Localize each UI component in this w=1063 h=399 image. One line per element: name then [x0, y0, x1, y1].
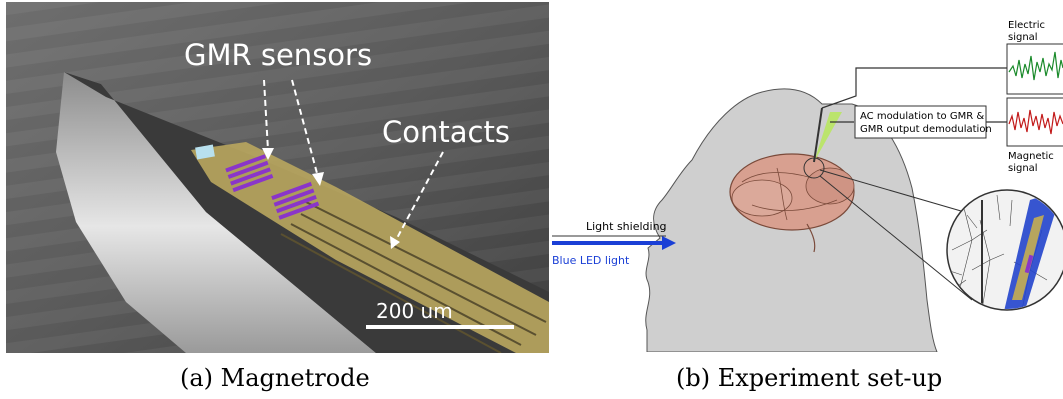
caption-magnetrode: (a) Magnetrode	[180, 364, 370, 392]
scale-bar	[366, 325, 514, 329]
contact-pad	[195, 144, 215, 160]
probe-needle	[813, 107, 823, 163]
probe-shaft-side	[56, 72, 376, 353]
probe-cone	[814, 112, 842, 162]
blue-led-label: Blue LED light	[552, 254, 630, 267]
light-shielding-label: Light shielding	[586, 220, 667, 233]
arrow-heads	[262, 148, 400, 249]
ac-modulation-line-2: GMR output demodulation	[860, 124, 992, 135]
dashed-arrows	[263, 79, 444, 241]
scale-bar-label: 200 um	[376, 299, 453, 323]
experiment-setup-svg: AC modulation to GMR & GMR output demodu…	[552, 20, 1063, 352]
caption-experiment-setup: (b) Experiment set-up	[676, 364, 943, 392]
magnetrode-image: GMR sensors Contacts 200 um	[6, 2, 549, 353]
magnetic-trace	[1008, 109, 1063, 135]
electric-trace-box	[1006, 43, 1063, 95]
electric-signal-line-1: Electric	[1008, 20, 1045, 31]
zoom-circle	[946, 189, 1063, 311]
contact-traces	[280, 201, 547, 353]
electric-trace	[1008, 51, 1063, 81]
electric-signal-line-2: signal	[1008, 32, 1038, 43]
blue-led-head	[662, 236, 676, 250]
link-electric	[821, 67, 1007, 109]
magnetic-signal-line-1: Magnetic	[1008, 151, 1054, 162]
label-gmr-sensors: GMR sensors	[184, 38, 372, 72]
gmr-sensor-2	[271, 181, 320, 220]
ac-modulation-line-1: AC modulation to GMR &	[860, 111, 984, 122]
experiment-setup-image: AC modulation to GMR & GMR output demodu…	[552, 0, 1063, 352]
magnetic-trace-box	[1006, 97, 1063, 147]
ac-modulation-box	[854, 105, 987, 139]
probe-site	[803, 157, 825, 179]
zoom-line-2	[819, 175, 973, 301]
magnetrode-svg: GMR sensors Contacts 200 um	[6, 2, 549, 353]
gmr-sensor-1	[225, 154, 274, 193]
magnetic-signal-line-2: signal	[1008, 163, 1038, 174]
label-contacts: Contacts	[382, 115, 510, 149]
